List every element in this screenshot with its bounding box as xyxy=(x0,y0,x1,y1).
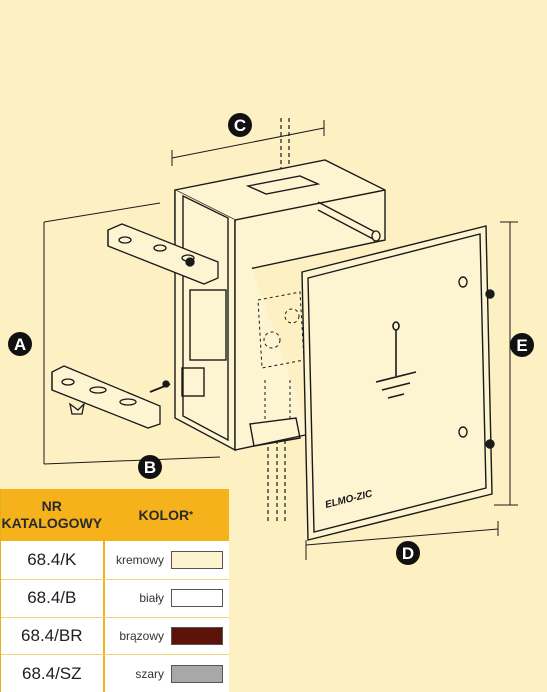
dimension-badge-b: B xyxy=(138,455,162,479)
catalog-table: NR KATALOGOWY KOLOR* 68.4/K kremowy 68.4/B… xyxy=(0,489,229,692)
catalog-code: 68.4/BR xyxy=(1,617,105,655)
color-swatch xyxy=(171,550,223,569)
color-name: kremowy xyxy=(115,552,164,567)
earth-symbol xyxy=(375,321,417,399)
dimension-badge-e: E xyxy=(510,333,534,357)
color-name: brązowy xyxy=(119,628,164,643)
dimension-badge-d: D xyxy=(396,541,420,565)
dimension-label-e: E xyxy=(516,336,527,355)
upper-bracket xyxy=(107,223,219,285)
dimension-label-c: C xyxy=(234,116,246,135)
dimension-label-d: D xyxy=(402,544,414,563)
dimension-badge-a: A xyxy=(8,332,32,356)
catalog-table-header: NR KATALOGOWY KOLOR* xyxy=(1,489,229,541)
table-row: 68.4/B biały xyxy=(1,578,229,617)
color-cell: brązowy xyxy=(105,618,229,655)
color-swatch xyxy=(171,626,223,645)
mounting-rods xyxy=(317,201,381,242)
color-cell: kremowy xyxy=(105,541,229,579)
color-header-mark: * xyxy=(189,509,193,521)
color-header: KOLOR* xyxy=(103,489,229,541)
color-cell: szary xyxy=(105,655,229,692)
color-name: szary xyxy=(135,666,164,681)
dimension-badge-c: C xyxy=(228,113,252,137)
table-row: 68.4/BR brązowy xyxy=(1,616,229,655)
color-swatch xyxy=(171,664,223,683)
door-panel xyxy=(301,225,495,541)
color-swatch xyxy=(171,589,223,608)
dimension-lines xyxy=(43,120,518,560)
color-cell: biały xyxy=(105,580,229,617)
dimension-label-b: B xyxy=(144,458,156,477)
table-row: 68.4/SZ szary xyxy=(1,654,229,692)
catalog-code: 68.4/B xyxy=(1,579,105,617)
catalog-code: 68.4/SZ xyxy=(1,655,105,692)
catalog-number-header: NR KATALOGOWY xyxy=(1,498,103,531)
lower-bracket xyxy=(51,365,171,429)
catalog-code: 68.4/K xyxy=(1,541,105,579)
color-name: biały xyxy=(139,591,164,606)
color-header-label: KOLOR xyxy=(138,506,190,523)
table-row: 68.4/K kremowy xyxy=(1,541,229,579)
dimension-label-a: A xyxy=(14,335,26,354)
